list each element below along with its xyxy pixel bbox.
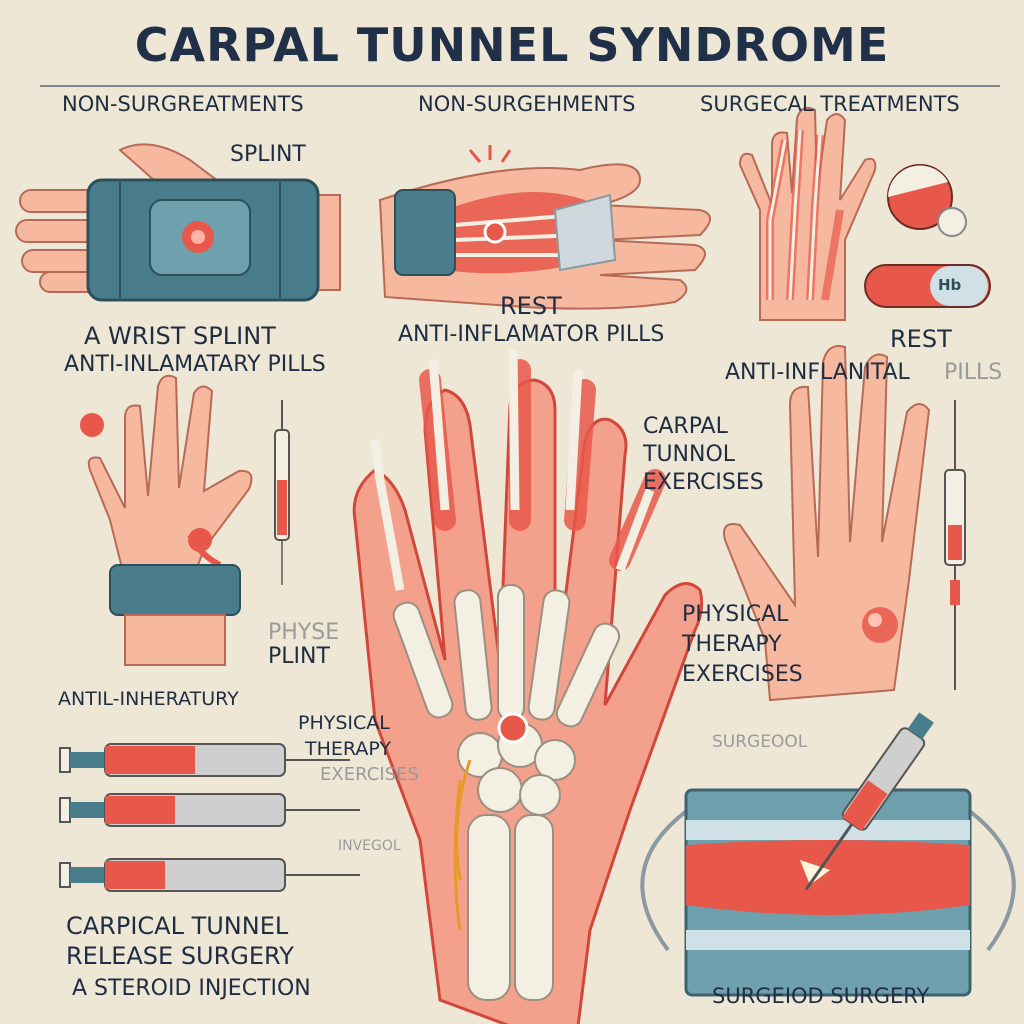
label-wrist-splint: A WRIST SPLINT (84, 322, 276, 350)
label-pt-right-2: THERAPY (682, 632, 782, 657)
label-splint: SPLINT (230, 142, 306, 167)
label-pt-right-1: PHYSICAL (682, 602, 789, 627)
label-pt-right-3: EXERCISES (682, 662, 803, 687)
label-invegol: INVEGOL (338, 838, 401, 854)
label-pills-faint: PILLS (944, 360, 1003, 385)
label-anti-inlamatary: ANTI-INLAMATARY PILLS (64, 352, 326, 377)
label-release-2: RELEASE SURGERY (66, 942, 294, 970)
wrist-splint-illustration (15, 143, 341, 302)
label-surgeiod-surgery: SURGEIOD SURGERY (712, 984, 930, 1008)
header-non-surgical-2: NON-SURGEHMENTS (418, 92, 636, 116)
label-plint: PLINT (268, 644, 330, 669)
hand-anatomy-illustration (352, 349, 704, 1024)
pill-capsule-text: Hb (938, 276, 962, 294)
header-surgical: SURGECAL TREATMENTS (700, 92, 960, 116)
right-hand-illustration (723, 345, 966, 702)
label-release-1: CARPICAL TUNNEL (66, 912, 289, 940)
label-carpal-exercises-3: EXERCISES (643, 470, 764, 495)
label-steroid: A STEROID INJECTION (72, 976, 311, 1001)
label-anti-inflamator: ANTI-INFLAMATOR PILLS (398, 322, 665, 347)
label-carpal-exercises-1: CARPAL (643, 414, 728, 439)
label-pt-mid-3: EXERCISES (320, 764, 419, 785)
label-carpal-exercises-2: TUNNOL (643, 442, 736, 467)
surgery-mask-illustration (640, 712, 1016, 997)
label-physe: PHYSE (268, 620, 340, 645)
page-title: CARPAL TUNNEL SYNDROME (134, 18, 890, 72)
anti-inflammatory-hand-illustration (378, 145, 711, 310)
label-pt-mid-2: THERAPY (305, 738, 391, 760)
surgical-hand-illustration (738, 106, 991, 321)
physical-therapy-hand-illustration (80, 374, 290, 666)
label-anti-inheratury: ANTIL-INHERATURY (58, 688, 239, 710)
label-rest-mid: REST (500, 292, 562, 320)
syringes-illustration (59, 743, 360, 892)
header-non-surgical-1: NON-SURGREATMENTS (62, 92, 304, 116)
label-rest-right: REST (890, 325, 952, 353)
label-anti-inflanital: ANTI-INFLANITAL (725, 360, 910, 385)
label-surgeool: SURGEOOL (712, 732, 808, 752)
label-pt-mid-1: PHYSICAL (298, 712, 390, 734)
